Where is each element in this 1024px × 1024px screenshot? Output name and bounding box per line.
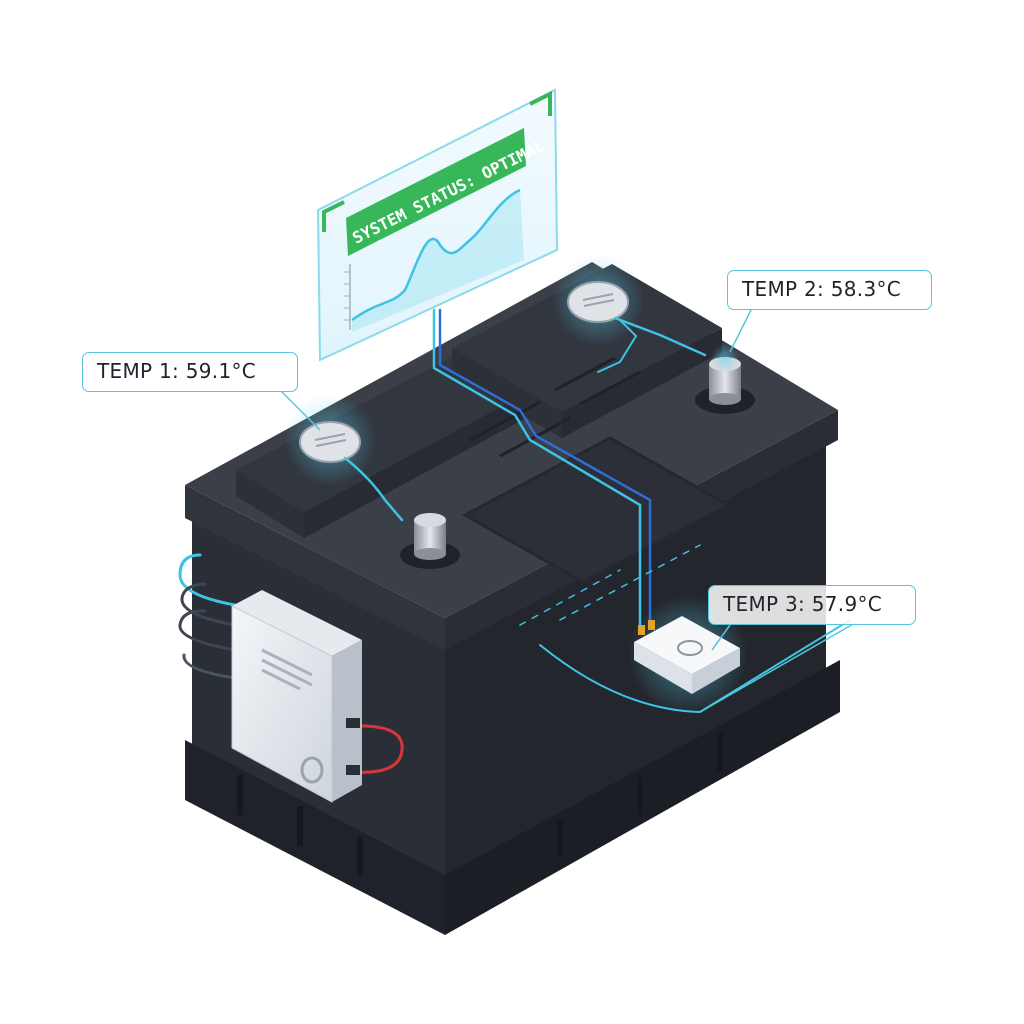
temp-3-label: TEMP 3: 57.9°C: [723, 592, 883, 616]
temp-3-callout: TEMP 3: 57.9°C: [708, 585, 916, 625]
terminal-negative: [400, 513, 460, 569]
battery-body: [185, 262, 840, 935]
temp-1-label: TEMP 1: 59.1°C: [97, 359, 257, 383]
control-module-box: [231, 590, 362, 803]
temp-2-label: TEMP 2: 58.3°C: [742, 277, 902, 301]
terminal-positive: [695, 344, 755, 414]
temp-2-callout: TEMP 2: 58.3°C: [727, 270, 932, 310]
callout-leaders: [279, 307, 856, 713]
sensor-module-3: [628, 595, 748, 715]
status-panel: SYSTEM STATUS: OPTIMAL: [316, 88, 559, 362]
sensor-disc-2: [552, 254, 644, 346]
status-bar: [346, 128, 526, 256]
trend-line: [351, 188, 521, 322]
sensor-wiring: [178, 308, 851, 774]
temp-1-callout: TEMP 1: 59.1°C: [82, 352, 298, 392]
trend-area: [352, 190, 524, 332]
